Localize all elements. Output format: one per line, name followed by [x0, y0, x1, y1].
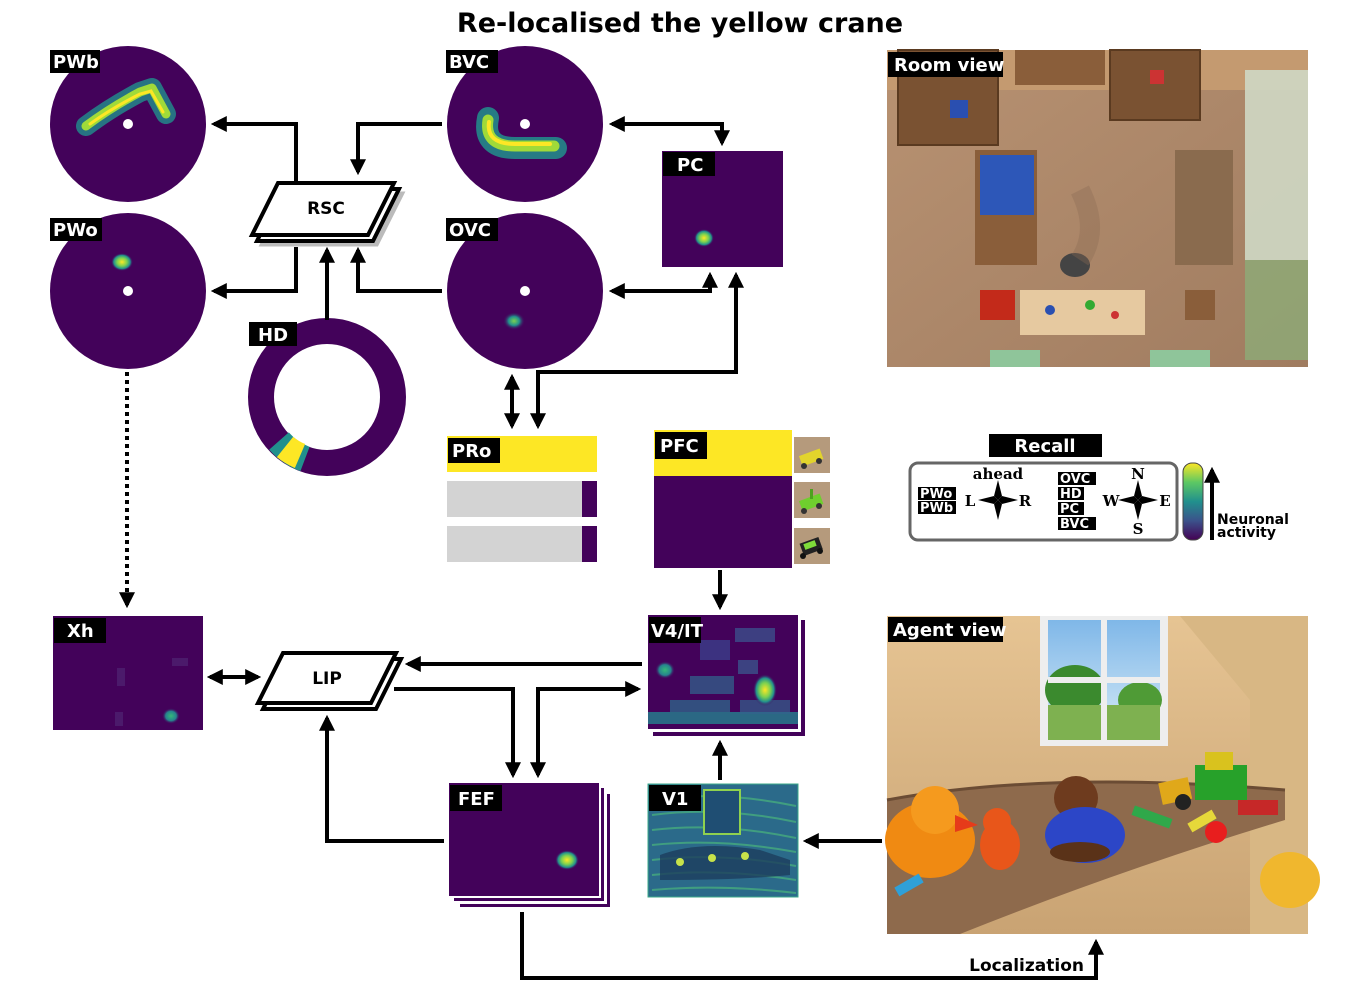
pro-bar-2	[447, 481, 597, 517]
legend-allo-label-2: HD	[1060, 487, 1082, 502]
colorbar-label-2: activity	[1217, 525, 1276, 541]
arrow-bvc-to-rsc	[350, 122, 442, 176]
agent-view-label: Agent view	[893, 620, 1006, 641]
legend-allo-label-1: OVC	[1060, 472, 1090, 487]
fixation-marker	[1205, 821, 1227, 843]
pc-tag	[663, 152, 715, 176]
allo-compass-w: W	[1102, 492, 1121, 510]
agent-view-panel: Agent view	[885, 616, 1320, 934]
pwb-panel: PWb	[50, 46, 206, 202]
room-view-panel: Room view	[887, 49, 1308, 367]
pwo-label: PWo	[53, 220, 98, 241]
hd-label: HD	[258, 325, 288, 346]
fef-panel: FEF	[449, 783, 610, 907]
arrow-fef-v4it	[530, 681, 642, 779]
room-view-tag	[888, 52, 1003, 77]
bvc-panel: BVC	[446, 46, 603, 202]
bvc-tag	[446, 50, 498, 73]
allo-compass-s: S	[1133, 520, 1144, 538]
connections	[119, 116, 1104, 980]
legend-ego-label-2: PWb	[920, 501, 953, 516]
xh-panel: Xh	[53, 616, 203, 730]
pwo-tag	[50, 218, 102, 241]
v1-label: V1	[662, 789, 688, 810]
allo-compass-n: N	[1131, 465, 1145, 483]
pro-panel: PRo	[447, 436, 597, 562]
pwo-panel: PWo	[50, 213, 206, 369]
legend-allo-label-3: PC	[1060, 502, 1079, 517]
colorbar	[1182, 462, 1204, 541]
v4it-label: V4/IT	[651, 621, 704, 642]
ovc-tag	[446, 218, 498, 241]
ego-compass-left: L	[965, 492, 976, 510]
colorbar-label-1: Neuronal	[1217, 512, 1289, 528]
agent-center-dot	[123, 119, 133, 129]
agent-view-tag	[888, 617, 1003, 642]
arrow-fef-localization	[520, 912, 1104, 980]
pwb-label: PWb	[53, 52, 99, 73]
pc-label: PC	[677, 155, 703, 176]
pro-label: PRo	[452, 441, 491, 462]
fef-label: FEF	[458, 789, 495, 810]
bvc-label: BVC	[449, 52, 489, 73]
pfc-tag	[655, 432, 707, 459]
ego-compass-top: ahead	[973, 465, 1024, 483]
hd-ring	[248, 318, 406, 476]
pro-tag	[448, 438, 500, 463]
rsc-box: RSC	[248, 181, 406, 247]
ovc-label: OVC	[449, 220, 491, 241]
arrow-ovc-pc	[608, 271, 718, 299]
allo-compass-e: E	[1159, 492, 1170, 510]
rsc-label: RSC	[307, 199, 345, 219]
pfc-panel: PFC	[654, 430, 830, 568]
v4it-panel: V4/IT	[648, 615, 805, 736]
v1-tag	[649, 785, 701, 811]
legend-allo-label-4: BVC	[1060, 517, 1089, 532]
figure-title: Re-localised the yellow crane	[457, 8, 903, 39]
hd-panel: HD	[248, 318, 406, 476]
thumb-buggy	[794, 528, 830, 564]
hd-tag	[249, 322, 297, 346]
pwb-tag	[50, 50, 100, 73]
arrow-rsc-to-pwo	[210, 247, 298, 299]
allo-compass-icon	[1118, 480, 1158, 520]
arrow-lip-to-fef	[394, 687, 521, 779]
ego-compass-right: R	[1019, 492, 1032, 510]
legend-box	[908, 461, 1179, 542]
legend-title: Recall	[1014, 436, 1075, 457]
v4it-tag	[649, 617, 701, 643]
legend: Recall PWo PWb ahead L R OVC HD PC BVC	[908, 434, 1289, 542]
room-view-label: Room view	[894, 55, 1004, 76]
lip-box: LIP	[254, 651, 405, 711]
legend-ego-label-1: PWo	[920, 487, 952, 502]
arrow-bvc-pc	[608, 116, 730, 147]
localization-label: Localization	[969, 956, 1084, 976]
pc-panel: PC	[662, 151, 783, 267]
ovc-panel: OVC	[446, 213, 603, 369]
pfc-rows-rest	[654, 476, 792, 568]
pfc-label: PFC	[660, 436, 699, 457]
fef-tag	[450, 785, 502, 811]
arrow-fef-to-lip	[319, 714, 444, 843]
v1-panel: V1	[647, 783, 799, 898]
arrow-pc-pro	[530, 271, 744, 430]
thumb-yellow-crane	[794, 437, 830, 473]
xh-tag	[54, 618, 106, 643]
ego-compass-icon	[978, 480, 1018, 520]
lip-label: LIP	[312, 669, 342, 689]
xh-label: Xh	[67, 621, 94, 642]
arrow-rsc-to-pwb	[210, 116, 298, 183]
arrow-ovc-to-rsc	[350, 246, 442, 293]
legend-title-tag	[989, 434, 1102, 457]
thumb-green-tank	[794, 482, 830, 518]
pro-bar-3	[447, 526, 597, 562]
